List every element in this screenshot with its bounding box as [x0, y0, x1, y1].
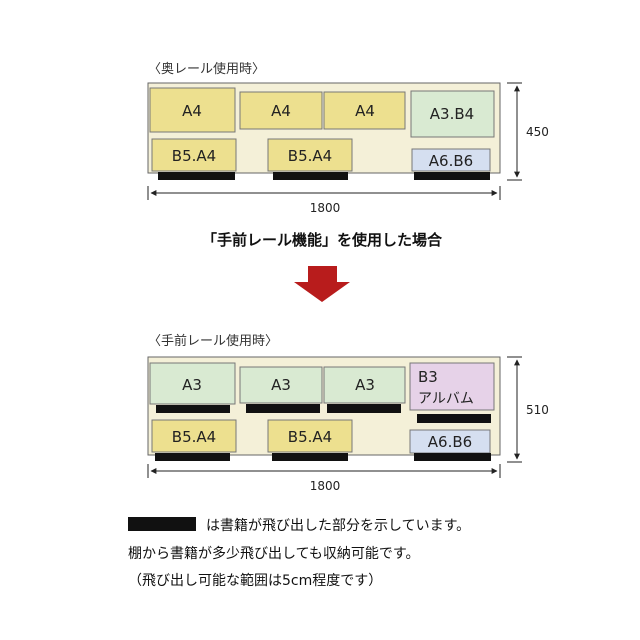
- note-line-3: （飛び出し可能な範囲は5cm程度です）: [128, 572, 382, 589]
- bottom-box-b5a4-1-label: B5.A4: [172, 428, 216, 446]
- bottom-protrusion-bar-1: [156, 405, 230, 413]
- top-box-a3b4: [410, 90, 495, 138]
- bottom-box-a3-3: [323, 366, 406, 404]
- top-box-b5a4-2: [267, 138, 353, 172]
- top-box-a6b6: [411, 148, 491, 172]
- top-caption: 〈奥レール使用時〉: [148, 61, 265, 77]
- bottom-protrusion-bar-3: [327, 404, 401, 413]
- bottom-box-b5a4-2: [267, 419, 353, 453]
- top-height-label: 450: [526, 125, 549, 139]
- bottom-protrusion-bar-4: [417, 414, 491, 423]
- bottom-box-a3-1-label: A3: [182, 376, 202, 394]
- top-box-b5a4-1: [151, 138, 237, 172]
- bottom-box-b5a4-2-label: B5.A4: [288, 428, 332, 446]
- bottom-box-a3-2-label: A3: [271, 376, 291, 394]
- bottom-caption: 〈手前レール使用時〉: [148, 333, 278, 349]
- top-protrusion-bar-2: [273, 172, 348, 180]
- bottom-width-label: 1800: [310, 479, 341, 493]
- top-box-b5a4-2-label: B5.A4: [288, 147, 332, 165]
- transition-heading: 「手前レール機能」を使用した場合: [202, 231, 443, 249]
- bottom-height-label: 510: [526, 403, 549, 417]
- bottom-box-b5a4-1: [151, 419, 237, 453]
- bottom-box-a3-3-label: A3: [355, 376, 375, 394]
- bottom-protrusion-bar-2: [246, 404, 320, 413]
- bottom-protrusion-bar-6: [272, 453, 348, 461]
- top-box-a4-2-label: A4: [271, 102, 291, 120]
- top-box-a4-1-label: A4: [182, 102, 202, 120]
- note-line-1: は書籍が飛び出した部分を示しています。: [206, 517, 470, 534]
- bottom-box-a6b6-label: A6.B6: [428, 433, 472, 451]
- top-box-a3b4-label: A3.B4: [430, 105, 474, 123]
- top-protrusion-bar-1: [158, 172, 235, 180]
- down-arrow-icon: [294, 266, 350, 302]
- top-box-a6b6-label: A6.B6: [429, 152, 473, 170]
- note-line-2: 棚から書籍が多少飛び出しても収納可能です。: [128, 545, 419, 562]
- top-width-label: 1800: [310, 201, 341, 215]
- legend-black-bar: [128, 517, 196, 531]
- top-box-a4-3-label: A4: [355, 102, 375, 120]
- top-box-a4-2: [239, 91, 323, 130]
- top-box-b5a4-1-label: B5.A4: [172, 147, 216, 165]
- bottom-protrusion-bar-5: [155, 453, 230, 461]
- bottom-box-a3-1: [149, 362, 236, 405]
- bottom-box-b3-album: [409, 362, 495, 411]
- top-box-a4-3: [323, 91, 406, 130]
- top-protrusion-bar-3: [414, 172, 490, 180]
- bottom-box-album-label: アルバム: [418, 391, 474, 407]
- bottom-box-b3-label: B3: [418, 368, 438, 386]
- top-box-a4-1: [149, 87, 236, 133]
- bottom-protrusion-bar-7: [414, 453, 491, 461]
- bottom-box-a3-2: [239, 366, 323, 404]
